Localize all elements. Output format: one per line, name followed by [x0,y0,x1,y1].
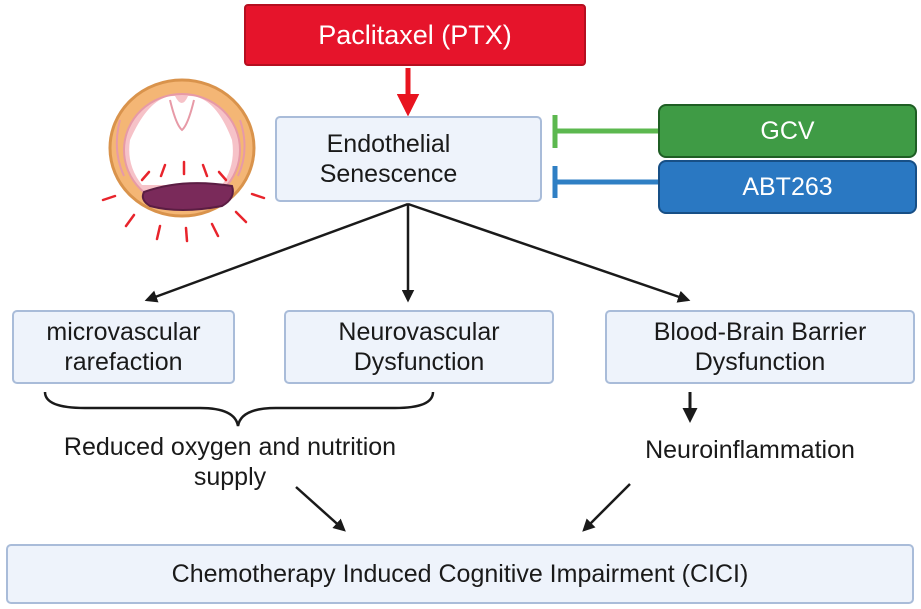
ptx-box: Paclitaxel (PTX) [244,4,586,66]
neurovascular-label: Neurovascular Dysfunction [338,317,500,377]
reduced-supply-text: Reduced oxygen and nutrition supply [10,430,450,494]
cici-box: Chemotherapy Induced Cognitive Impairmen… [6,544,914,604]
abt263-label: ABT263 [742,172,833,201]
reduced-supply-label: Reduced oxygen and nutrition supply [63,432,397,492]
neuroinflammation-to-cici-arrow [582,483,631,532]
neurovascular-box: Neurovascular Dysfunction [284,310,554,384]
gcv-label: GCV [760,116,815,145]
neuroinflammation-label: Neuroinflammation [645,435,855,464]
microvascular-box: microvascular rarefaction [12,310,235,384]
bbb-label: Blood-Brain Barrier Dysfunction [653,317,867,377]
gcv-inhibition-line [552,115,660,148]
neuroinflammation-text: Neuroinflammation [600,430,900,470]
reduced-supply-to-cici-arrow [295,486,346,532]
bbb-box: Blood-Brain Barrier Dysfunction [605,310,915,384]
cici-label: Chemotherapy Induced Cognitive Impairmen… [171,559,749,588]
senescence-to-bbb-arrow [407,202,691,303]
senescent-endothelial-cell-icon [101,78,266,243]
microvascular-label: microvascular rarefaction [46,317,201,377]
abt263-box: ABT263 [658,160,917,214]
ptx-label: Paclitaxel (PTX) [318,19,512,50]
grouping-brace [43,391,435,427]
gcv-box: GCV [658,104,917,158]
abt263-inhibition-line [552,166,660,198]
senescence-label: Endothelial Senescence [319,129,458,189]
senescence-to-microvascular-arrow [144,202,409,303]
senescence-box: Endothelial Senescence [275,116,542,202]
